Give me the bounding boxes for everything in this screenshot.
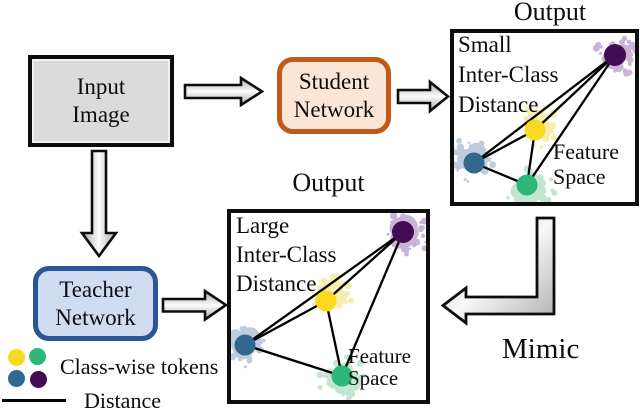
feature-space-label: Feature Space: [348, 345, 411, 389]
arrow-mimic-icon: [440, 216, 556, 326]
token-yellow-icon: [8, 349, 25, 366]
student-label-line1: Student: [298, 68, 370, 94]
token-blue-icon: [8, 370, 25, 387]
teacher-label-line1: Teacher: [59, 276, 132, 302]
input-image-label-line2: Image: [72, 102, 130, 127]
output-title-teacher: Output: [292, 168, 365, 197]
inter-class-annotation: Large Inter-Class Distance: [236, 211, 336, 298]
annotation-line1: Small: [458, 32, 512, 57]
feature-space-svg: [231, 213, 426, 400]
arrow-input-to-teacher-icon: [79, 149, 119, 259]
inter-class-annotation: Small Inter-Class Distance: [458, 30, 558, 120]
distance-label: Distance: [84, 388, 161, 410]
feature-space-label-line1: Feature: [348, 344, 411, 368]
input-image-label-line1: Input: [76, 74, 126, 99]
token-green-icon: [29, 348, 46, 365]
arrow-input-to-student-icon: [183, 75, 265, 108]
student-network-box: Student Network: [277, 57, 391, 134]
input-image-label: Input Image: [72, 73, 129, 129]
feature-space-label-line2: Space: [348, 366, 399, 390]
output-title-student: Output: [513, 0, 587, 26]
feature-space-teacher: Large Inter-Class Distance Feature Space: [227, 209, 430, 404]
distance-line-icon: [2, 399, 66, 402]
feature-space-svg: [454, 35, 635, 202]
annotation-line2: Inter-Class: [458, 62, 559, 87]
feature-space-label: Feature Space: [553, 139, 619, 189]
input-image-box: Input Image: [28, 55, 174, 147]
annotation-line2: Inter-Class: [236, 242, 337, 267]
arrow-student-to-output-icon: [396, 79, 451, 114]
feature-space-student: Small Inter-Class Distance Feature Space: [450, 29, 639, 206]
arrow-teacher-to-output-icon: [161, 288, 229, 322]
token-purple-icon: [30, 371, 47, 388]
mimic-label: Mimic: [502, 333, 580, 365]
student-label-line2: Network: [293, 96, 375, 122]
feature-space-label-line1: Feature: [553, 139, 619, 164]
teacher-network-label: Teacher Network: [55, 276, 135, 332]
class-wise-tokens-label: Class-wise tokens: [60, 354, 219, 379]
annotation-line1: Large: [236, 213, 290, 238]
annotation-line3: Distance: [236, 271, 317, 296]
annotation-line3: Distance: [458, 92, 539, 117]
feature-space-label-line2: Space: [553, 164, 606, 189]
teacher-network-box: Teacher Network: [33, 266, 158, 341]
student-network-label: Student Network: [294, 68, 374, 124]
teacher-label-line2: Network: [55, 304, 136, 330]
